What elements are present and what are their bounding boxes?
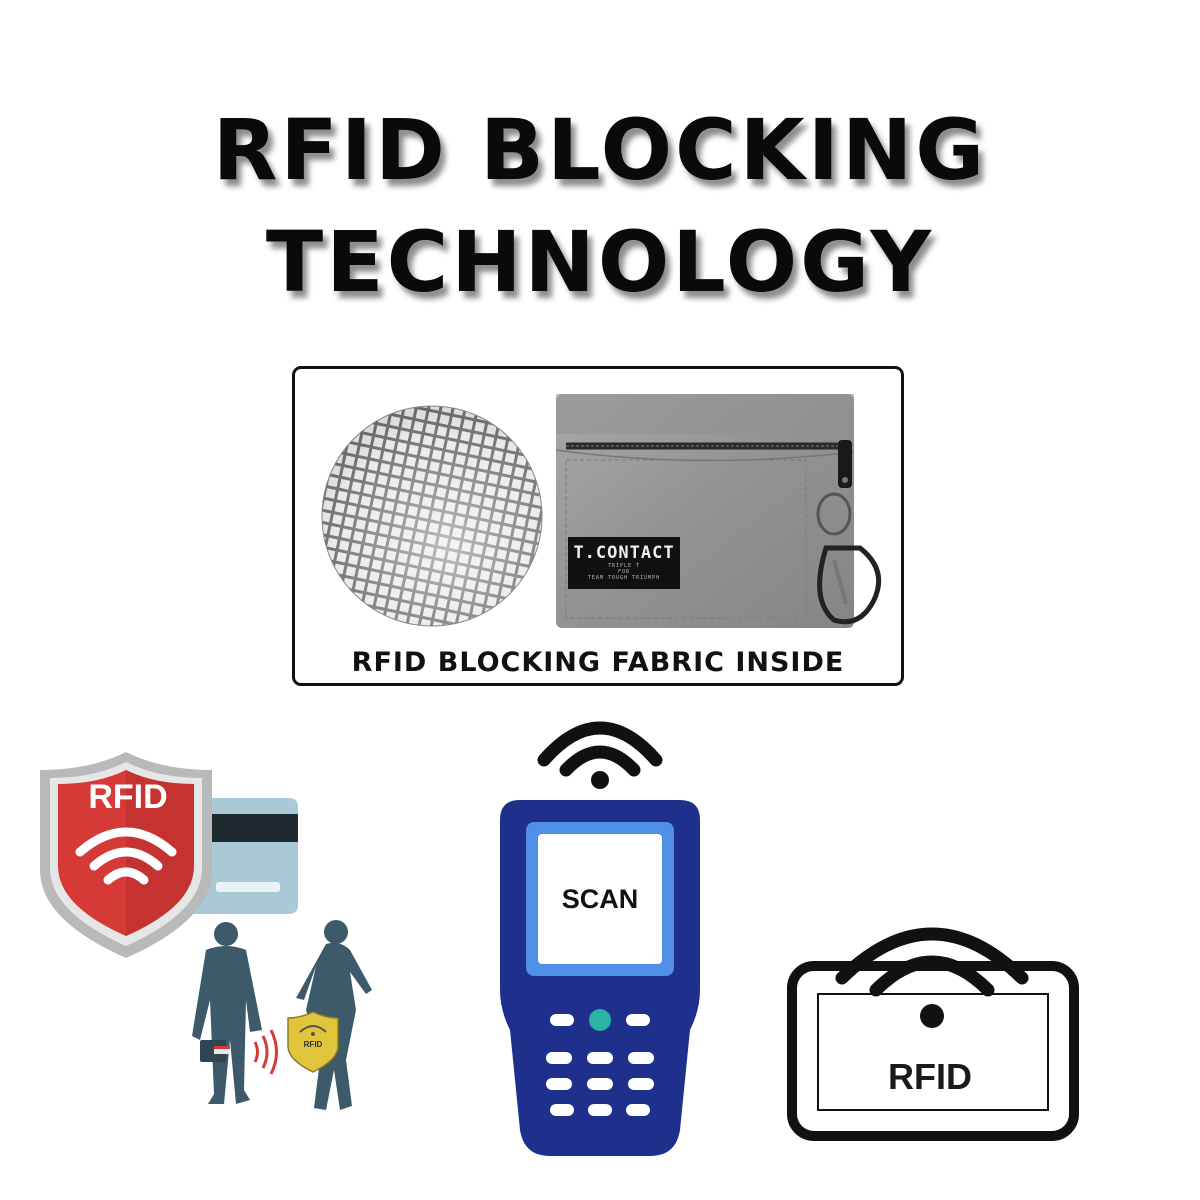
mini-shield-label: RFID (303, 1040, 323, 1049)
pouch-label-sub3: TEAM TOUGH TRIUMPH (587, 575, 661, 581)
shield-label: RFID (88, 778, 168, 816)
fabric-caption: RFID BLOCKING FABRIC INSIDE (351, 647, 845, 678)
title-line-2: TECHNOLOGY (265, 213, 935, 311)
title-line-1: RFID BLOCKING (212, 101, 988, 199)
pouch-label-sub1: TRIPLE T (607, 563, 641, 569)
rfid-tag-label: RFID (888, 1056, 972, 1097)
pouch-brand-label: T.CONTACT TRIPLE T FOR TEAM TOUGH TRIUMP… (568, 537, 680, 589)
scanner-screen-text: SCAN (561, 884, 639, 914)
pouch-label-sub2: FOR (617, 569, 631, 575)
pouch-label-main: T.CONTACT (573, 543, 675, 563)
